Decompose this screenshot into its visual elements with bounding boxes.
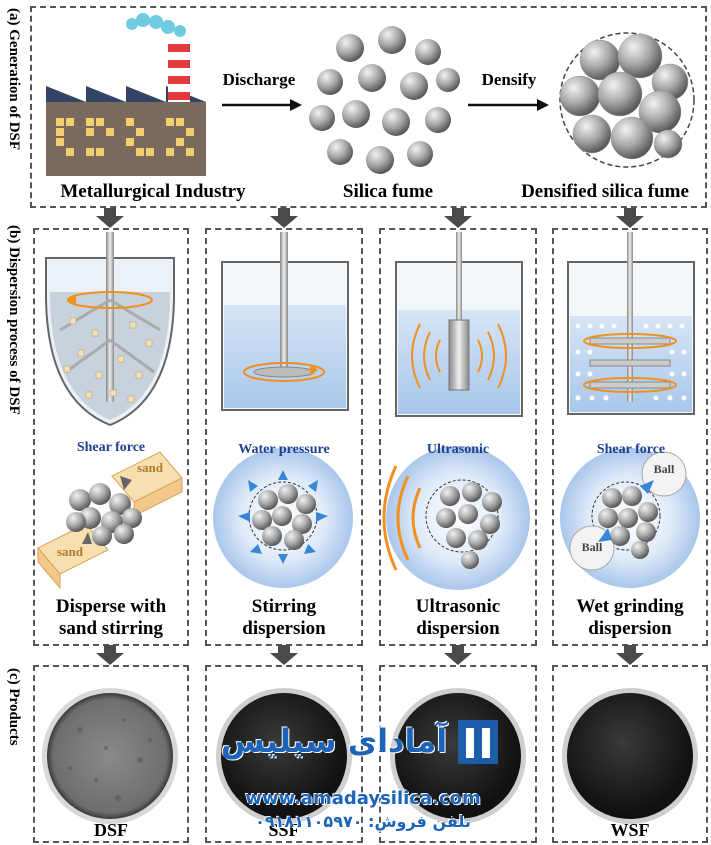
down-arrows-a-b [96,208,644,228]
water-pressure-circle [213,448,353,588]
product-label-dsf: DSF [93,820,128,840]
ultrasonic-vessel [395,232,523,417]
label-metallurgical-industry: Metallurgical Industry [60,181,246,202]
panel-c-frame-2 [205,665,363,843]
caption-method-4: Wet grinding dispersion [553,596,707,640]
force-label-2: Water pressure [238,442,330,457]
watermark-phone: تلفن فروش: ۰۹۱۸۱۱۰۵۹۷۰ [255,812,471,831]
caption-method-1: Disperse with sand stirring [34,596,188,640]
caption-method-3-line2: dispersion [416,618,500,639]
panel-a-frame [30,6,707,208]
caption-method-1-line2: sand stirring [59,618,163,639]
force-label-1: Shear force [76,440,146,455]
caption-method-1-line1: Disperse with [55,596,167,617]
factory-illustration [46,13,206,176]
down-arrows-b-c [96,645,644,665]
panel-c-frame-1 [33,665,189,843]
panel-c-frame-4 [552,665,708,843]
densify-arrow [468,99,549,111]
caption-method-2-line2: dispersion [242,618,326,639]
watermark-url: www.amadaysilica.com [245,788,481,809]
ball-tag-lower: Ball [581,540,603,554]
sand-tag-lower: sand [56,544,84,559]
stirring-vessel [221,232,349,411]
discharge-arrow [222,99,302,111]
ultrasonic-circle [382,446,530,590]
caption-method-4-line1: Wet grinding [576,596,684,617]
caption-method-2: Stirring dispersion [206,596,362,640]
dish-wsf [562,688,698,824]
watermark-brand: آمادای سیلیس [220,722,448,760]
ball-tag-upper: Ball [653,462,675,476]
sand-tag-upper: sand [136,460,164,475]
watermark-logo-icon [458,720,498,764]
caption-method-3-line1: Ultrasonic [415,596,501,617]
shear-arrows-1 [82,476,132,544]
densify-label: Densify [481,70,537,89]
sand-mill-vessel [45,232,175,427]
wet-grinding-vessel [567,232,695,415]
dsf-cluster-1 [66,483,142,546]
caption-method-2-line1: Stirring [251,596,317,617]
panel-c-frame-3 [379,665,537,843]
force-label-3: Ultrasonic [426,442,490,457]
label-densified-silica-fume: Densified silica fume [521,181,689,202]
sand-block-lower [37,523,109,590]
dish-dsf [42,688,178,824]
densified-silica-fume [559,32,695,168]
label-silica-fume: Silica fume [342,181,434,202]
product-label-ssf: SSF [268,820,300,840]
force-label-4: Shear force [596,442,666,457]
caption-method-4-line2: dispersion [588,618,672,639]
wet-grinding-circle [560,448,700,588]
product-label-wsf: WSF [610,820,650,840]
silica-fume-spheres [309,26,460,174]
dish-ssf [216,688,352,824]
caption-method-3: Ultrasonic dispersion [380,596,536,640]
discharge-label: Discharge [222,70,296,89]
